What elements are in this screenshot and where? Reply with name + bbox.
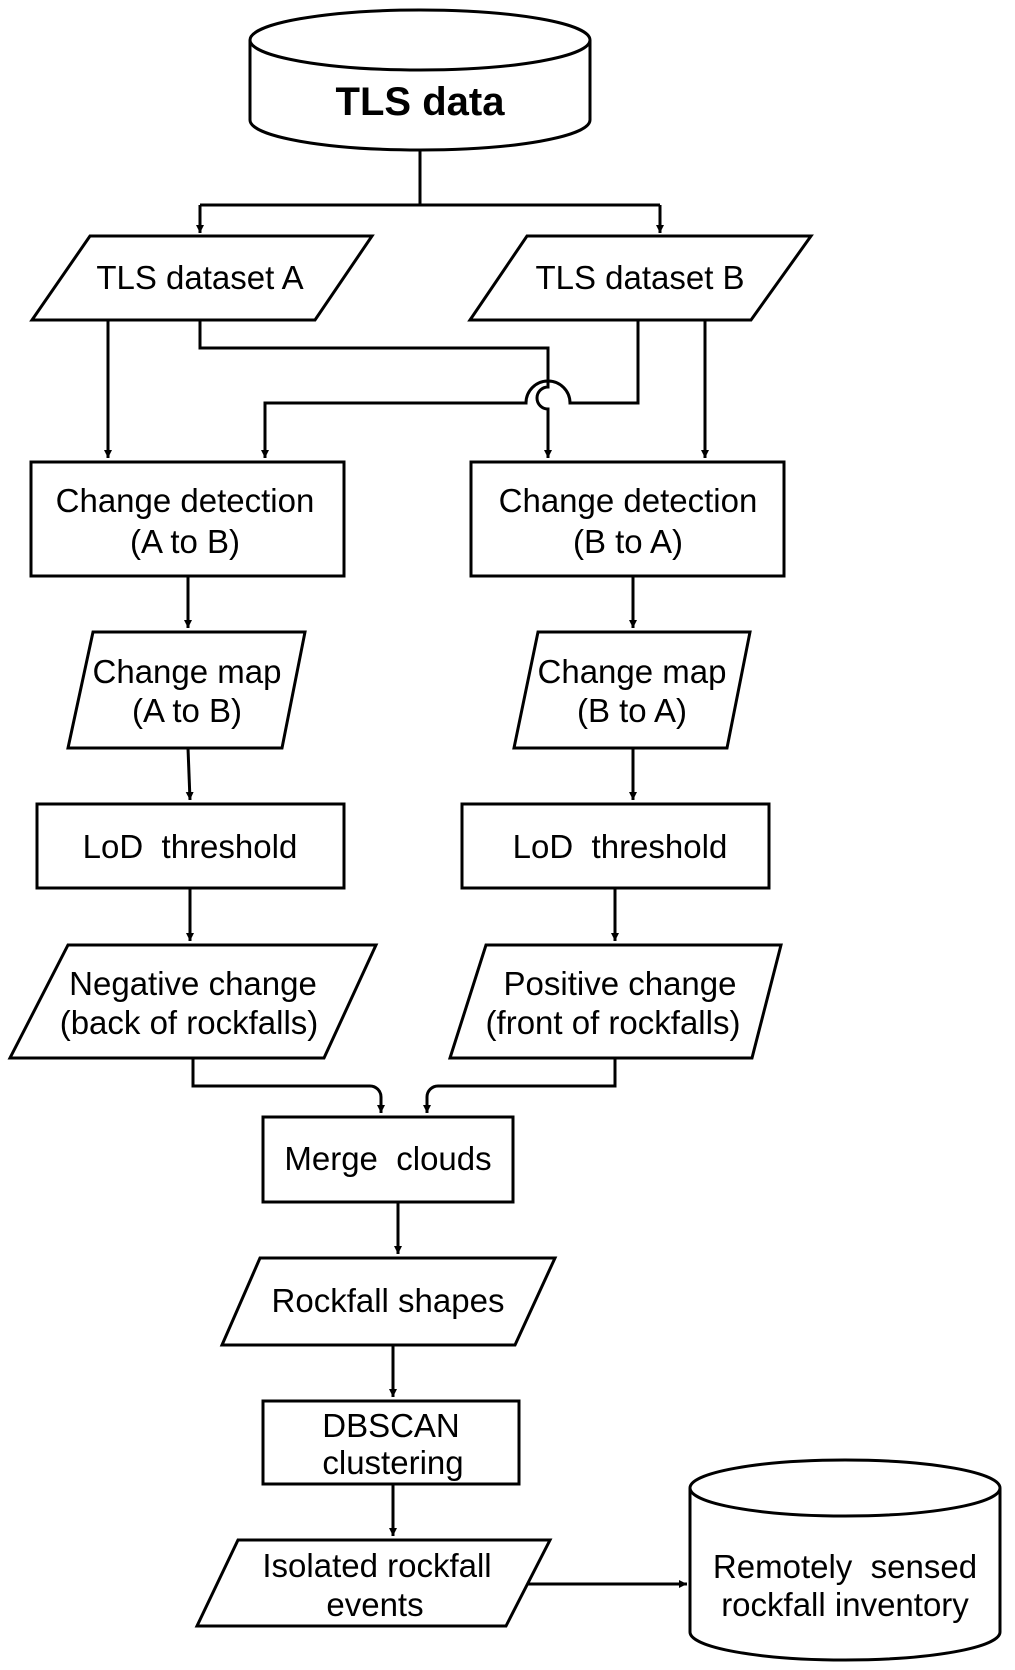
tls-data-label: TLS data bbox=[336, 80, 506, 124]
merge-clouds-node: Merge clouds bbox=[261, 1115, 515, 1204]
lod-threshold-left-node: LoD threshold bbox=[35, 802, 346, 890]
arrow-pos-to-merge bbox=[423, 1058, 617, 1113]
lod-threshold-right-label: LoD threshold bbox=[513, 828, 728, 865]
inventory-line1: Remotely sensed bbox=[713, 1548, 977, 1585]
positive-change-node: Positive change (front of rockfalls) bbox=[447, 943, 783, 1060]
change-detection-ba-line1: Change detection bbox=[499, 482, 758, 519]
dataset-b-label: TLS dataset B bbox=[535, 259, 744, 296]
arrow-neg-to-merge bbox=[191, 1058, 385, 1113]
change-map-ab-node: Change map (A to B) bbox=[66, 630, 307, 750]
arrow-map-ab-to-lod bbox=[185, 747, 194, 801]
dataset-b-node: TLS dataset B bbox=[467, 234, 814, 322]
change-detection-ba-node: Change detection (B to A) bbox=[469, 460, 786, 578]
negative-change-line1: Negative change bbox=[69, 965, 317, 1002]
change-detection-ab-line2: (A to B) bbox=[130, 523, 240, 560]
change-map-ba-line2: (B to A) bbox=[577, 692, 687, 729]
change-detection-ba-line2: (B to A) bbox=[573, 523, 683, 560]
dbscan-line2: clustering bbox=[322, 1444, 463, 1481]
arrow-dataset-a-to-cd-ba bbox=[198, 320, 552, 458]
negative-change-line2: (back of rockfalls) bbox=[60, 1004, 319, 1041]
tls-data-node: TLS data bbox=[248, 8, 592, 152]
inventory-node: Remotely sensed rockfall inventory bbox=[688, 1458, 1002, 1662]
arrow-tls-to-datasets bbox=[200, 150, 660, 207]
rockfall-shapes-node: Rockfall shapes bbox=[219, 1256, 558, 1347]
change-map-ab-line1: Change map bbox=[93, 653, 282, 690]
positive-change-line1: Positive change bbox=[504, 965, 737, 1002]
dbscan-node: DBSCAN clustering bbox=[261, 1399, 521, 1486]
connectors bbox=[104, 150, 709, 1588]
dataset-a-node: TLS dataset A bbox=[29, 234, 375, 322]
arrow-dataset-b-to-cd-ab bbox=[261, 320, 640, 458]
inventory-line2: rockfall inventory bbox=[721, 1586, 969, 1623]
lod-threshold-right-node: LoD threshold bbox=[460, 802, 771, 890]
change-detection-ab-line1: Change detection bbox=[56, 482, 315, 519]
dbscan-line1: DBSCAN bbox=[322, 1407, 460, 1444]
change-map-ab-line2: (A to B) bbox=[132, 692, 242, 729]
isolated-events-line1: Isolated rockfall bbox=[262, 1547, 491, 1584]
lod-threshold-left-label: LoD threshold bbox=[83, 828, 298, 865]
positive-change-line2: (front of rockfalls) bbox=[486, 1004, 741, 1041]
isolated-events-node: Isolated rockfall events bbox=[194, 1538, 553, 1628]
negative-change-node: Negative change (back of rockfalls) bbox=[7, 943, 379, 1060]
change-map-ba-node: Change map (B to A) bbox=[512, 630, 752, 750]
merge-clouds-label: Merge clouds bbox=[284, 1140, 491, 1177]
rockfall-shapes-label: Rockfall shapes bbox=[272, 1282, 505, 1319]
dataset-a-label: TLS dataset A bbox=[96, 259, 303, 296]
change-map-ba-line1: Change map bbox=[538, 653, 727, 690]
change-detection-ab-node: Change detection (A to B) bbox=[29, 460, 346, 578]
isolated-events-line2: events bbox=[326, 1586, 423, 1623]
